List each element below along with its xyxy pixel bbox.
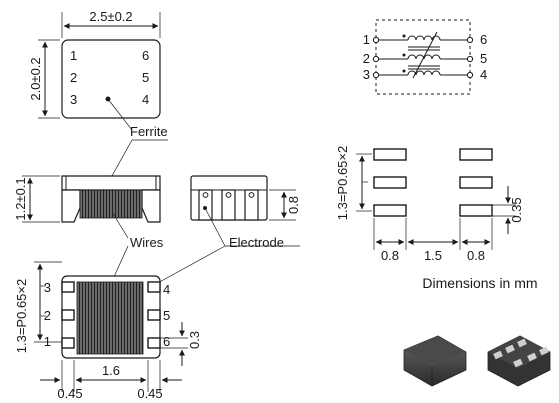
land-pitch-dim: 1.3=P0.65×2: [335, 146, 350, 220]
bottom-left-dim: 0.45: [57, 386, 82, 401]
side-right-dim: 0.8: [286, 196, 301, 214]
side-view-front: 1.2±0.1 Wires: [13, 175, 164, 291]
bottom-view: 1.3=P0.65×2 3 2 1 4 5 6 0.3 1.6: [14, 261, 202, 401]
top-pin-3: 3: [70, 92, 77, 107]
bottom-right-dim: 0.45: [137, 386, 162, 401]
top-height-dim: 2.0±0.2: [28, 57, 43, 100]
bottom-pin-3: 3: [44, 280, 51, 295]
chip-photo-top: [403, 335, 467, 387]
sch-pin-6: 6: [480, 32, 487, 47]
sch-pin-2: 2: [363, 51, 370, 66]
bottom-pin-6: 6: [163, 334, 170, 349]
land-dim-left: 0.8: [381, 248, 399, 263]
top-pin-4: 4: [142, 92, 149, 107]
side-height-dim: 1.2±0.1: [13, 177, 28, 220]
bottom-pitch-dim: 1.3=P0.65×2: [14, 279, 29, 353]
bottom-pad-dim: 0.3: [187, 331, 202, 349]
land-pattern: 1.3=P0.65×2 0.35 0.8 1.5 0.8 Dimensions …: [335, 146, 538, 291]
schematic-frame: [375, 19, 471, 95]
sch-pin-5: 5: [480, 51, 487, 66]
bottom-pin-2: 2: [44, 308, 51, 323]
top-pin-2: 2: [70, 70, 77, 85]
land-dim-center: 1.5: [424, 248, 442, 263]
bottom-center-dim: 1.6: [102, 363, 120, 378]
top-pin-1: 1: [70, 48, 77, 63]
chip-photo-bottom: [487, 335, 551, 387]
wire-winding: [79, 189, 143, 219]
sch-pin-4: 4: [480, 67, 487, 82]
schematic: 1 2 3 6 5 4: [363, 19, 487, 95]
side-view-end: Electrode 0.8: [144, 175, 301, 291]
bottom-pin-4: 4: [163, 282, 170, 297]
top-pin-6: 6: [142, 48, 149, 63]
wires-label: Wires: [130, 235, 164, 250]
electrode-label: Electrode: [229, 235, 284, 250]
sch-pin-3: 3: [363, 67, 370, 82]
top-view: 2.5±0.2 2.0±0.2 1 2 3 6 5 4 Ferrite: [28, 9, 168, 184]
top-pin-5: 5: [142, 70, 149, 85]
ferrite-label: Ferrite: [130, 124, 168, 139]
sch-pin-1: 1: [363, 32, 370, 47]
land-dim-right: 0.8: [467, 248, 485, 263]
bottom-pin-1: 1: [44, 334, 51, 349]
bottom-pin-5: 5: [163, 308, 170, 323]
land-pad-height-dim: 0.35: [509, 197, 524, 222]
units-note: Dimensions in mm: [422, 275, 537, 291]
top-view-body: [61, 39, 161, 119]
top-width-dim: 2.5±0.2: [89, 9, 132, 24]
